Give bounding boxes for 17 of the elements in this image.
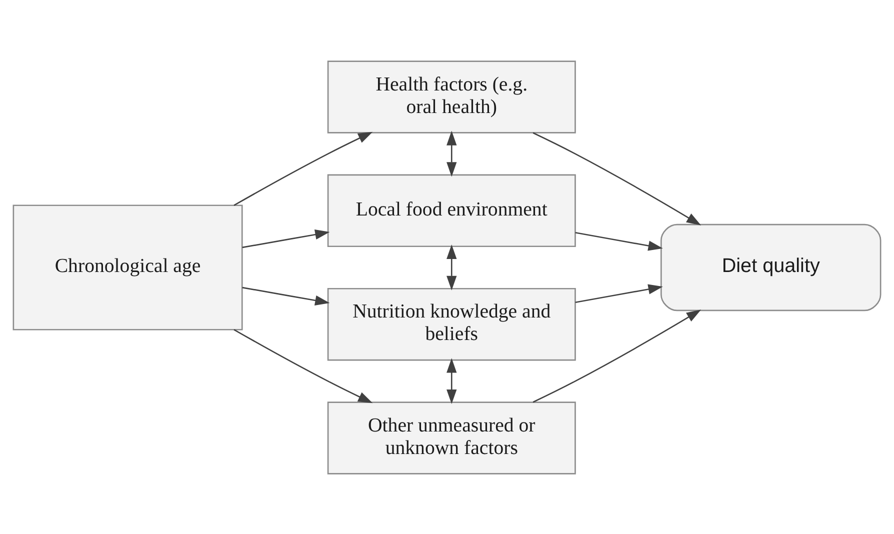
arrow <box>446 130 457 176</box>
arrow <box>532 132 702 225</box>
node-box: Health factors (e.g. oral health) <box>327 60 576 133</box>
node-box: Nutrition knowledge and beliefs <box>327 287 576 360</box>
node-box: Chronological age <box>12 204 243 330</box>
node-box: Other unmeasured or unknown factors <box>327 401 576 474</box>
arrow <box>234 131 373 206</box>
arrow <box>575 231 663 250</box>
arrow <box>234 328 373 403</box>
arrow <box>575 284 663 303</box>
node-box: Local food environment <box>327 174 576 246</box>
arrow <box>242 286 330 305</box>
arrow <box>446 244 457 290</box>
arrow <box>446 358 457 404</box>
node-box: Diet quality <box>660 223 882 311</box>
arrow <box>242 229 330 248</box>
arrow <box>532 309 702 402</box>
